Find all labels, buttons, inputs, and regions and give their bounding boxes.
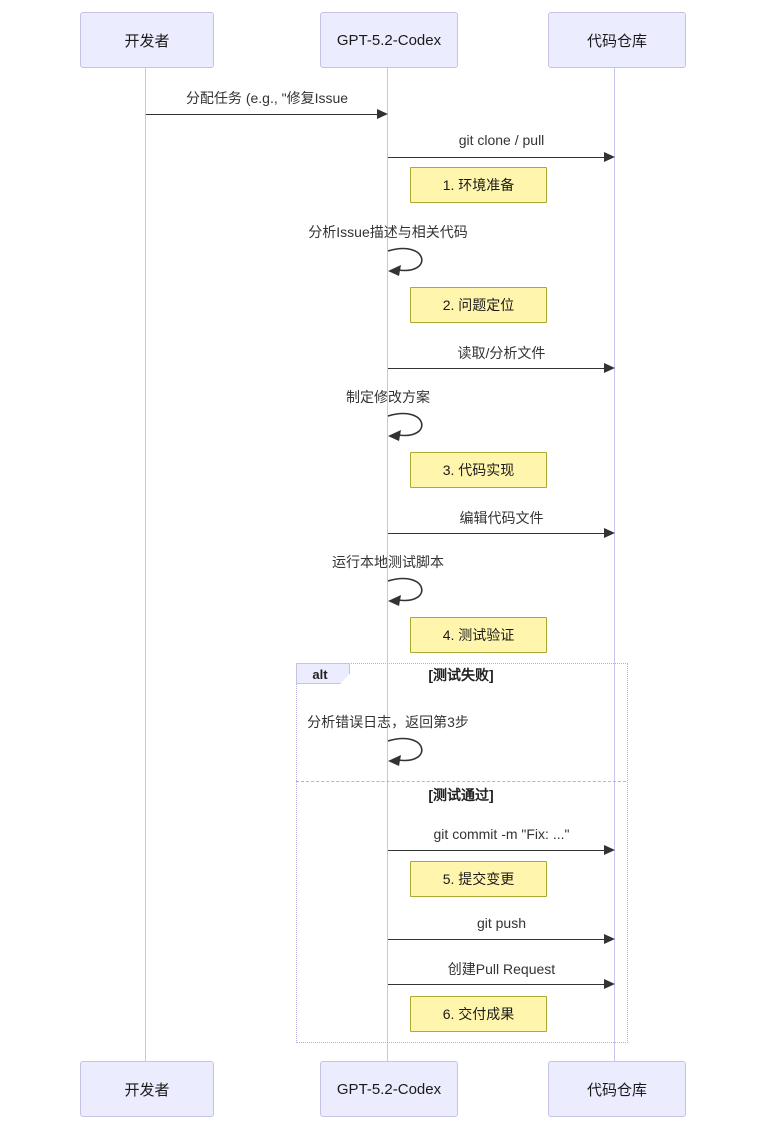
self-loop-arrow bbox=[387, 737, 423, 766]
arrowhead-icon bbox=[377, 109, 388, 119]
self-message-label: 分析Issue描述与相关代码 bbox=[308, 224, 468, 240]
actor-bottom-repo: 代码仓库 bbox=[548, 1061, 686, 1117]
actor-top-repo: 代码仓库 bbox=[548, 12, 686, 68]
arrowhead-icon bbox=[604, 934, 615, 944]
alt-condition-pass: [测试通过] bbox=[428, 787, 494, 803]
arrowhead-icon bbox=[604, 152, 615, 162]
alt-label: alt bbox=[296, 663, 350, 684]
message-arrow bbox=[388, 152, 615, 162]
lifeline-repo bbox=[614, 68, 615, 1061]
message-label: git clone / pull bbox=[458, 132, 545, 148]
arrowhead-icon bbox=[604, 845, 615, 855]
self-loop-arrow bbox=[387, 577, 423, 606]
self-message-label: 分析错误日志，返回第3步 bbox=[307, 714, 469, 730]
actor-bottom-developer: 开发者 bbox=[80, 1061, 214, 1117]
message-arrow bbox=[388, 934, 615, 944]
self-message-label: 运行本地测试脚本 bbox=[332, 554, 444, 570]
message-arrow bbox=[388, 363, 615, 373]
message-label: 创建Pull Request bbox=[447, 961, 556, 977]
actor-top-codex: GPT-5.2-Codex bbox=[320, 12, 458, 68]
message-label: git commit -m "Fix: ..." bbox=[433, 826, 570, 842]
actor-top-developer: 开发者 bbox=[80, 12, 214, 68]
message-arrow bbox=[388, 528, 615, 538]
note-box: 5. 提交变更 bbox=[410, 861, 547, 897]
lifeline-codex bbox=[387, 68, 388, 1061]
self-loop-arrow bbox=[387, 247, 423, 276]
arrowhead-icon bbox=[604, 528, 615, 538]
message-label: 读取/分析文件 bbox=[457, 345, 546, 361]
alt-frame bbox=[296, 663, 628, 1043]
note-box: 4. 测试验证 bbox=[410, 617, 547, 653]
message-label: 编辑代码文件 bbox=[459, 510, 544, 526]
note-box: 2. 问题定位 bbox=[410, 287, 547, 323]
self-loop-arrow bbox=[387, 412, 423, 441]
note-box: 3. 代码实现 bbox=[410, 452, 547, 488]
note-box: 1. 环境准备 bbox=[410, 167, 547, 203]
arrowhead-icon bbox=[604, 363, 615, 373]
message-arrow bbox=[388, 979, 615, 989]
arrowhead-icon bbox=[604, 979, 615, 989]
message-label: git push bbox=[476, 915, 527, 931]
lifeline-developer bbox=[145, 68, 146, 1061]
alt-condition-fail: [测试失败] bbox=[428, 667, 494, 683]
alt-divider-line bbox=[296, 781, 626, 782]
message-arrow bbox=[146, 109, 388, 119]
note-box: 6. 交付成果 bbox=[410, 996, 547, 1032]
actor-bottom-codex: GPT-5.2-Codex bbox=[320, 1061, 458, 1117]
message-arrow bbox=[388, 845, 615, 855]
message-label: 分配任务 (e.g., "修复Issue bbox=[185, 90, 349, 106]
self-message-label: 制定修改方案 bbox=[346, 389, 430, 405]
